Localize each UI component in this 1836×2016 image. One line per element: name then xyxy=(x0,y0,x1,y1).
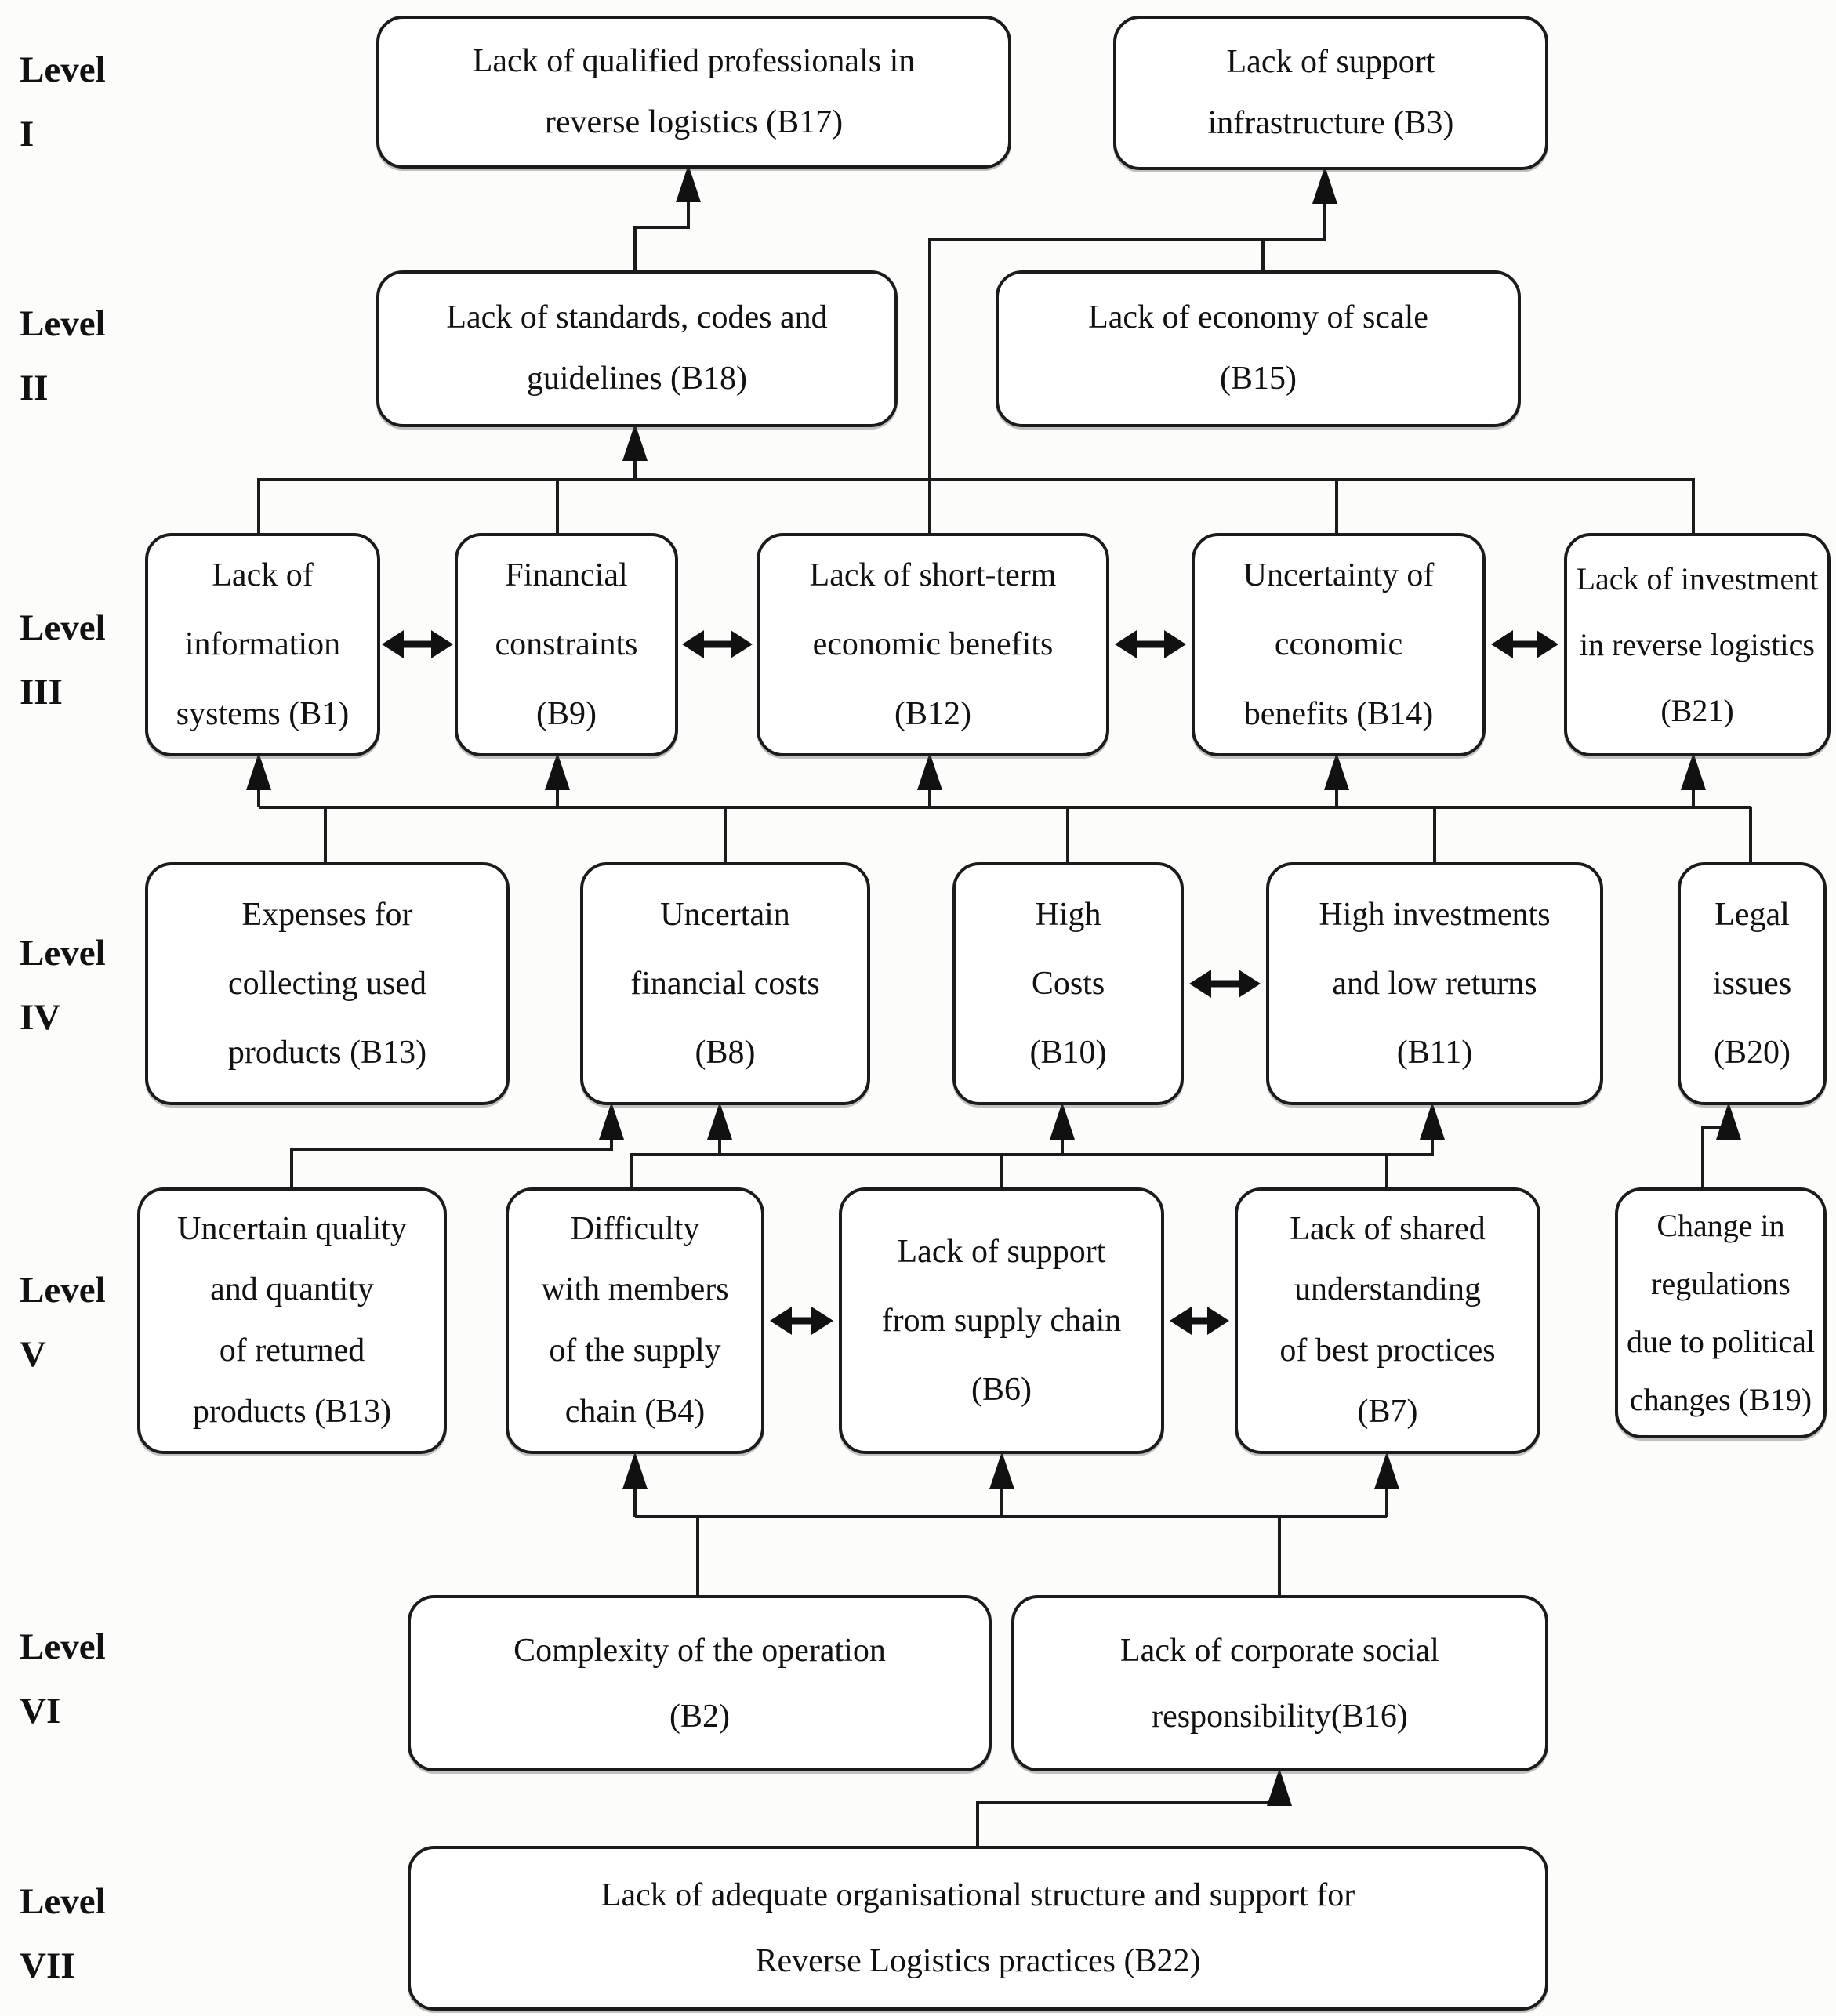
box-b22: Lack of adequate organisational structur… xyxy=(408,1846,1548,2011)
double-arrow-b10-b11 xyxy=(1189,970,1261,998)
box-b18: Lack of standards, codes and guidelines … xyxy=(376,270,898,427)
arrow-b22-to-b16 xyxy=(976,1768,1292,1846)
box-b17: Lack of qualified professionals in rever… xyxy=(376,16,1011,169)
box-b14: Uncertainty of cconomic benefits (B14) xyxy=(1192,533,1486,756)
bus-level4-to-level3 xyxy=(246,752,1752,862)
double-arrow-b4-b6 xyxy=(770,1307,833,1335)
box-b8: Uncertain financial costs (B8) xyxy=(580,862,870,1105)
bus-level5-to-level4 xyxy=(630,1102,1445,1187)
box-b6: Lack of support from supply chain (B6) xyxy=(839,1187,1164,1454)
box-b7: Lack of shared understanding of best pro… xyxy=(1235,1187,1540,1454)
bus-level3-to-level2 xyxy=(257,423,1695,533)
box-b13-level5: Uncertain quality and quantity of return… xyxy=(137,1187,447,1454)
box-b4: Difficulty with members of the supply ch… xyxy=(506,1187,764,1454)
double-arrow-b6-b7 xyxy=(1170,1307,1229,1335)
box-b2: Complexity of the operation (B2) xyxy=(408,1595,992,1771)
box-b3: Lack of support infrastructure (B3) xyxy=(1113,16,1548,170)
box-b15: Lack of economy of scale (B15) xyxy=(996,270,1521,427)
box-b12: Lack of short-term economic benefits (B1… xyxy=(757,533,1109,756)
arrow-b12-b15-to-b3 xyxy=(928,166,1337,533)
box-b16: Lack of corporate social responsibility(… xyxy=(1011,1595,1548,1771)
double-arrow-b9-b12 xyxy=(682,630,753,658)
arrow-b19-to-b20 xyxy=(1701,1102,1741,1187)
box-b10: High Costs (B10) xyxy=(952,862,1184,1105)
box-b13-level4: Expenses for collecting used products (B… xyxy=(145,862,510,1105)
box-b19: Change in regulations due to political c… xyxy=(1615,1187,1827,1438)
double-arrow-b14-b21 xyxy=(1491,630,1558,658)
double-arrow-b1-b9 xyxy=(382,630,453,658)
bus-level6-to-level5 xyxy=(622,1452,1399,1595)
box-b1: Lack of information systems (B1) xyxy=(145,533,380,756)
box-b9: Financial constraints (B9) xyxy=(455,533,678,756)
box-b11: High investments and low returns (B11) xyxy=(1266,862,1603,1105)
box-b20: Legal issues (B20) xyxy=(1678,862,1827,1105)
arrow-b13v-to-b8 xyxy=(290,1102,624,1187)
box-b21: Lack of investment in reverse logistics … xyxy=(1564,533,1831,756)
double-arrow-b12-b14 xyxy=(1115,630,1186,658)
arrow-b18-to-b17 xyxy=(633,165,701,270)
